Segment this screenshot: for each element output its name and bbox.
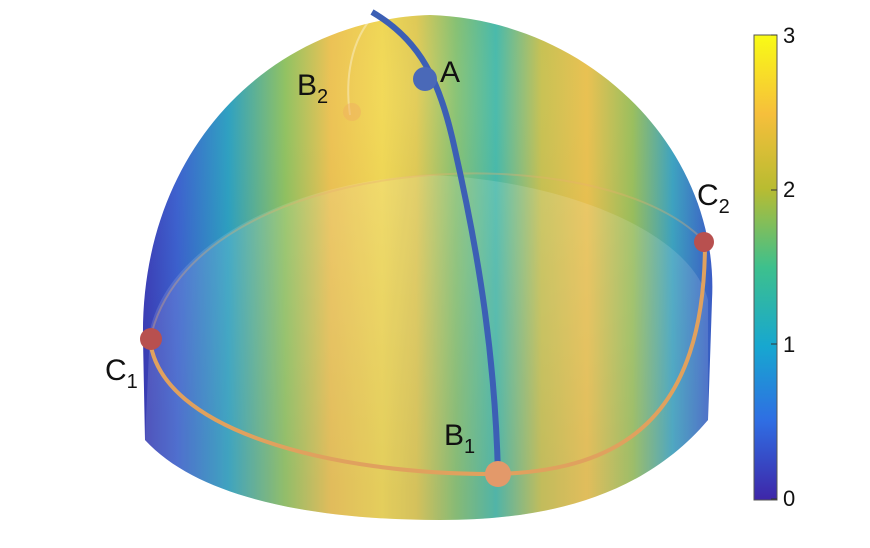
- point-c2-marker: [694, 232, 714, 252]
- colorbar-ticks: 0 1 2 3: [771, 23, 795, 511]
- point-a-marker: [413, 67, 437, 91]
- back-equator-arc: [149, 172, 706, 341]
- colorbar-tick-3: 3: [783, 23, 795, 48]
- label-b2: B2: [297, 69, 328, 108]
- colorbar-gradient: [753, 34, 778, 501]
- colorbar-tick-1: 1: [783, 332, 795, 357]
- point-b2-marker: [343, 103, 361, 121]
- translucent-front-region: [145, 175, 708, 520]
- label-c2: C2: [697, 179, 730, 218]
- colorbar: 0 1 2 3: [753, 23, 795, 511]
- label-b1: B1: [444, 419, 475, 458]
- hemisphere-shading: [142, 15, 713, 520]
- point-c1-marker: [140, 328, 162, 350]
- point-b1-marker: [485, 461, 511, 487]
- geodesic-a-b1: [370, 9, 501, 475]
- colorbar-tick-0: 0: [783, 486, 795, 511]
- label-a: A: [440, 56, 460, 89]
- label-c1: C1: [105, 354, 138, 393]
- colorbar-tick-2: 2: [783, 177, 795, 202]
